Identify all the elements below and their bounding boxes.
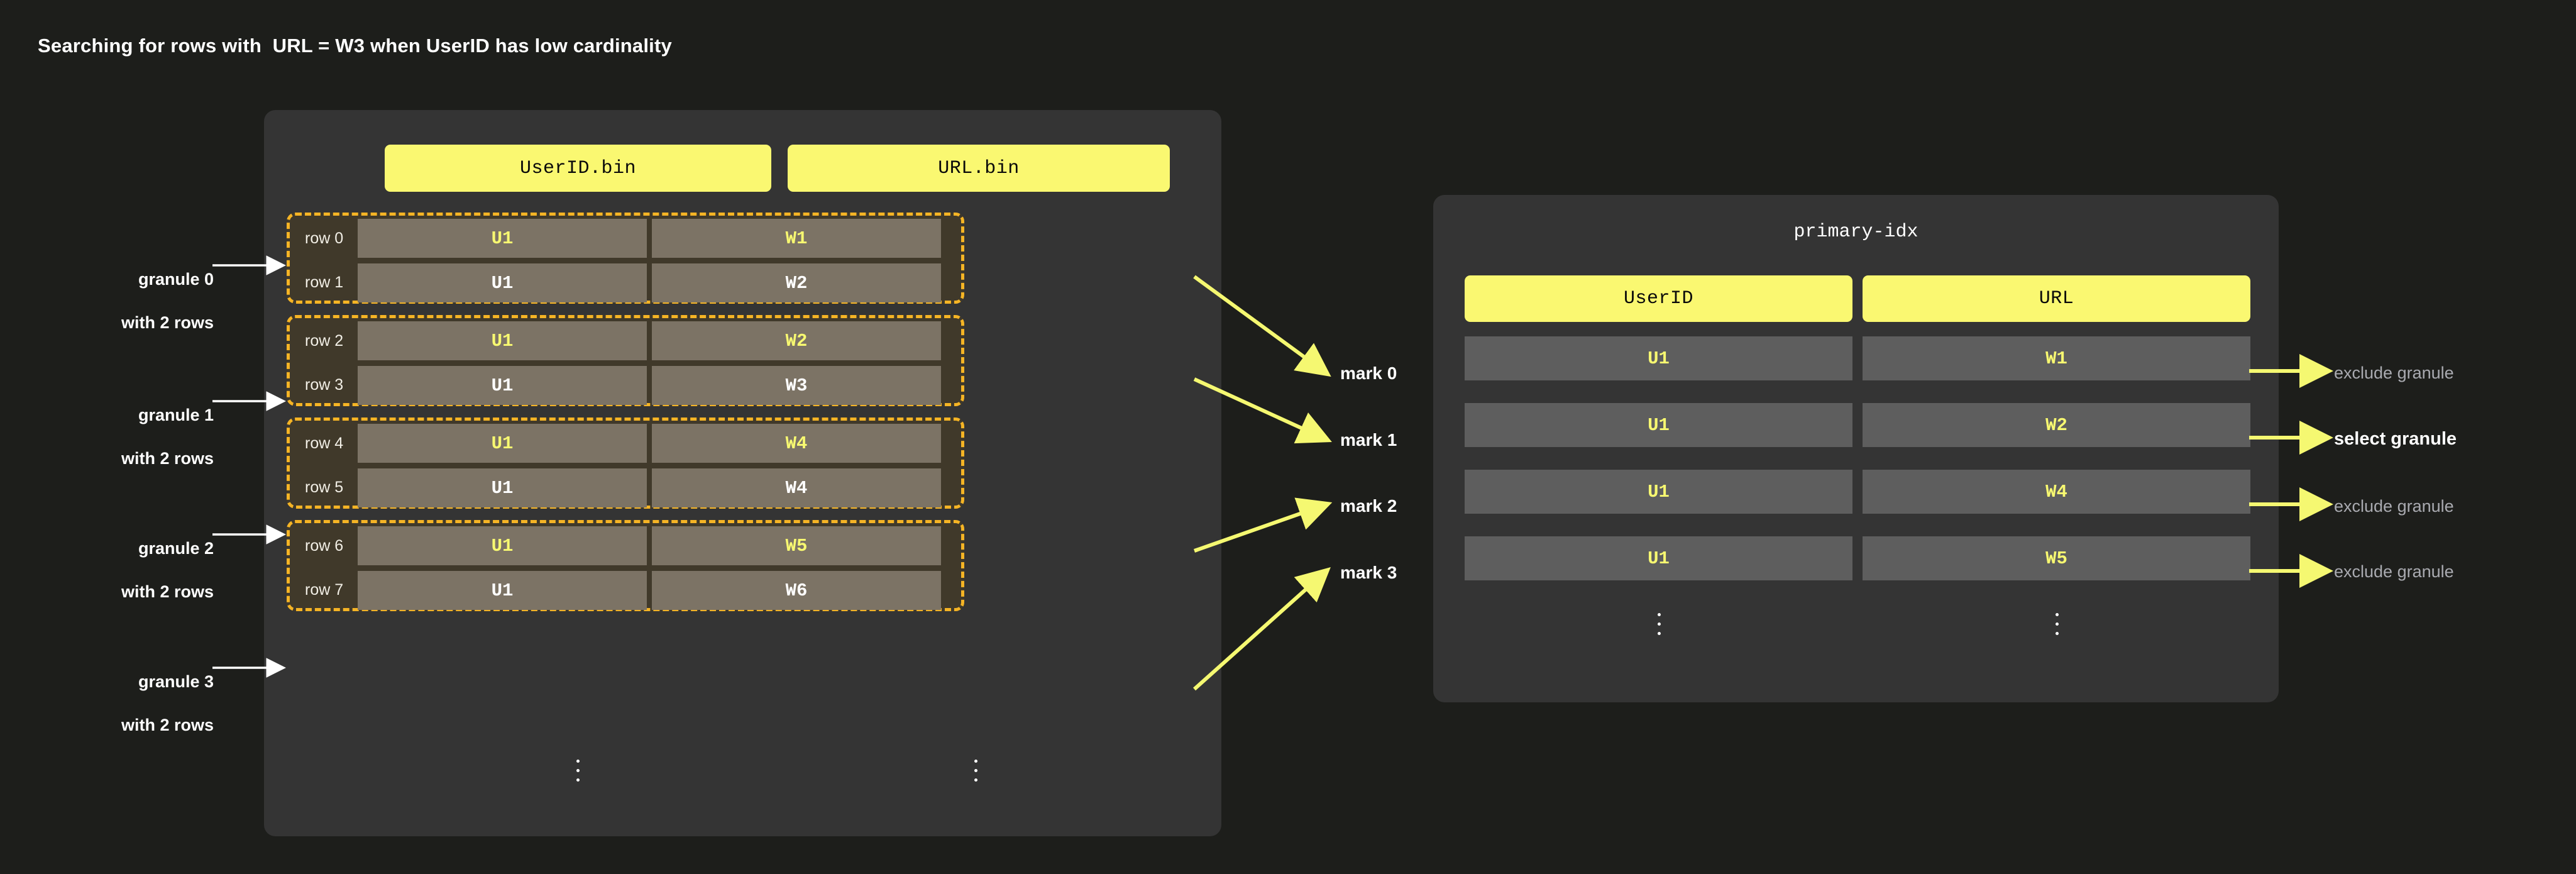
table-cell: W1 [652,219,941,258]
row-label: row 2 [305,332,344,350]
mark-label-2: mark 2 [1340,496,1397,516]
index-cell: W5 [1863,536,2250,580]
table-cell: U1 [358,526,647,565]
table-cell: U1 [358,321,647,360]
index-cell: U1 [1465,403,1852,447]
column-header-url-bin[interactable]: URL.bin [788,145,1170,192]
vertical-ellipsis-icon [2052,613,2061,635]
column-header-userid-bin[interactable]: UserID.bin [385,145,771,192]
index-column-header-userid[interactable]: UserID [1465,275,1852,322]
table-cell: W4 [652,468,941,507]
row-label: row 6 [305,537,344,555]
granule-box-1[interactable]: row 2 U1 W2 row 3 U1 W3 [287,315,964,406]
row-label: row 1 [305,274,344,291]
verdict-label-3: exclude granule [2334,562,2454,581]
table-cell: U1 [358,219,647,258]
primary-index-panel: primary-idx UserID URL U1 W1 U1 W2 U1 W4… [1433,195,2279,702]
table-cell: W6 [652,571,941,610]
row-label: row 5 [305,478,344,496]
table-cell: U1 [358,366,647,405]
granule-caption-0: granule 0 with 2 rows [38,246,214,333]
verdict-label-2: exclude granule [2334,497,2454,516]
vertical-ellipsis-icon [971,760,980,782]
index-cell: U1 [1465,470,1852,514]
row-label: row 3 [305,376,344,394]
row-label: row 0 [305,230,344,247]
mark-label-3: mark 3 [1340,563,1397,582]
table-cell: U1 [358,263,647,302]
granule-caption-line1: granule 2 [138,538,214,558]
table-cell: W5 [652,526,941,565]
granule-caption-line2: with 2 rows [121,715,214,734]
granule-caption-line2: with 2 rows [121,448,214,468]
page-title: Searching for rows with URL = W3 when Us… [38,35,672,57]
index-cell: U1 [1465,536,1852,580]
granule-caption-2: granule 2 with 2 rows [38,516,214,602]
verdict-label-1: select granule [2334,429,2457,449]
table-cell: W2 [652,263,941,302]
index-cell: W4 [1863,470,2250,514]
granule-caption-line1: granule 1 [138,405,214,424]
index-cell: U1 [1465,336,1852,380]
row-label: row 4 [305,434,344,452]
granule-box-3[interactable]: row 6 U1 W5 row 7 U1 W6 [287,520,964,611]
mark-label-1: mark 1 [1340,430,1397,450]
vertical-ellipsis-icon [1654,613,1663,635]
verdict-label-0: exclude granule [2334,363,2454,382]
granule-caption-3: granule 3 with 2 rows [38,649,214,736]
vertical-ellipsis-icon [573,760,582,782]
table-cell: W2 [652,321,941,360]
granule-caption-line1: granule 0 [138,269,214,289]
granule-box-0[interactable]: row 0 U1 W1 row 1 U1 W2 [287,213,964,304]
table-cell: U1 [358,571,647,610]
granule-caption-line1: granule 3 [138,672,214,691]
mark-label-0: mark 0 [1340,363,1397,383]
granule-caption-line2: with 2 rows [121,313,214,332]
table-cell: W3 [652,366,941,405]
data-table-panel: UserID.bin URL.bin row 0 U1 W1 row 1 U1 … [264,110,1221,836]
table-cell: U1 [358,468,647,507]
index-column-header-url[interactable]: URL [1863,275,2250,322]
index-cell: W1 [1863,336,2250,380]
row-label: row 7 [305,581,344,599]
index-cell: W2 [1863,403,2250,447]
table-cell: W4 [652,424,941,463]
table-cell: U1 [358,424,647,463]
granule-caption-1: granule 1 with 2 rows [38,382,214,469]
granule-box-2[interactable]: row 4 U1 W4 row 5 U1 W4 [287,418,964,509]
granule-caption-line2: with 2 rows [121,582,214,601]
index-panel-title: primary-idx [1793,221,1918,243]
